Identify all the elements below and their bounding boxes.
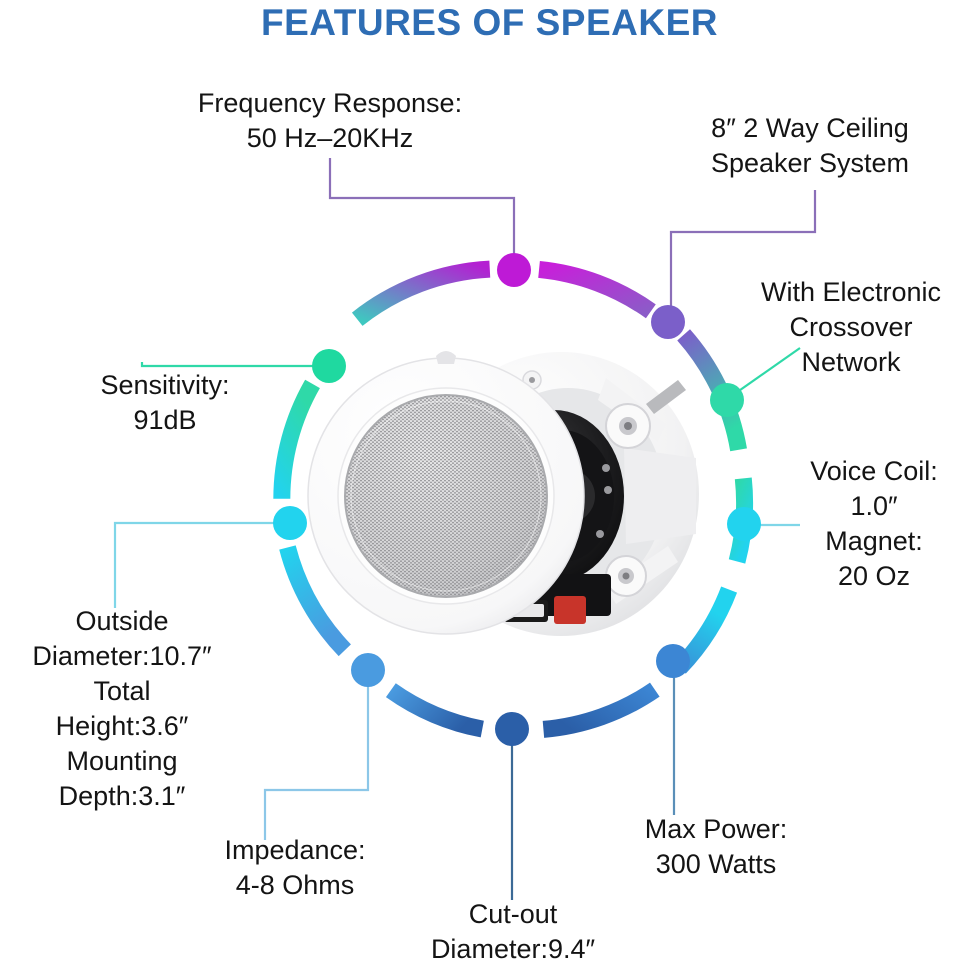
label-frequency-response: Frequency Response: 50 Hz–20KHz <box>197 88 463 154</box>
dot-impedance[interactable] <box>351 653 385 687</box>
ring-segment-right-mid <box>728 477 754 564</box>
dot-cut-out[interactable] <box>495 712 529 746</box>
label-max-power: Max Power: 300 Watts <box>644 814 788 880</box>
dot-frequency-response[interactable] <box>497 253 531 287</box>
mounting-clamps <box>474 370 686 597</box>
dot-voice-coil[interactable] <box>727 507 761 541</box>
dot-dimensions[interactable] <box>273 506 307 540</box>
ring-segment-bottom-right <box>542 682 660 738</box>
label-crossover-network: With Electronic Crossover Network <box>760 277 942 378</box>
ring-segment-top-right <box>538 260 656 319</box>
terminal-positive <box>554 596 586 624</box>
ring-segment-bottom-left <box>385 683 484 738</box>
label-way-system: 8″ 2 Way Ceiling Speaker System <box>710 113 910 179</box>
speaker-product-image <box>307 351 699 636</box>
label-voice-coil-magnet: Voice Coil: 1.0″ Magnet: 20 Oz <box>810 456 938 592</box>
label-sensitivity: Sensitivity: 91dB <box>100 370 230 436</box>
dot-way-system[interactable] <box>651 305 685 339</box>
label-cut-out-diameter: Cut-out Diameter:9.4″ <box>430 899 596 965</box>
connector-frequency-response <box>328 158 516 262</box>
connector-sensitivity <box>140 362 321 368</box>
label-impedance: Impedance: 4-8 Ohms <box>224 835 366 901</box>
connector-impedance <box>263 679 370 840</box>
connector-dimensions <box>113 521 282 608</box>
ring-segment-top-left <box>351 260 491 326</box>
page-title: FEATURES OF SPEAKER <box>261 2 718 43</box>
label-dimensions: Outside Diameter:10.7″ Total Height:3.6″… <box>32 606 212 812</box>
speaker-front-bezel <box>307 351 585 635</box>
